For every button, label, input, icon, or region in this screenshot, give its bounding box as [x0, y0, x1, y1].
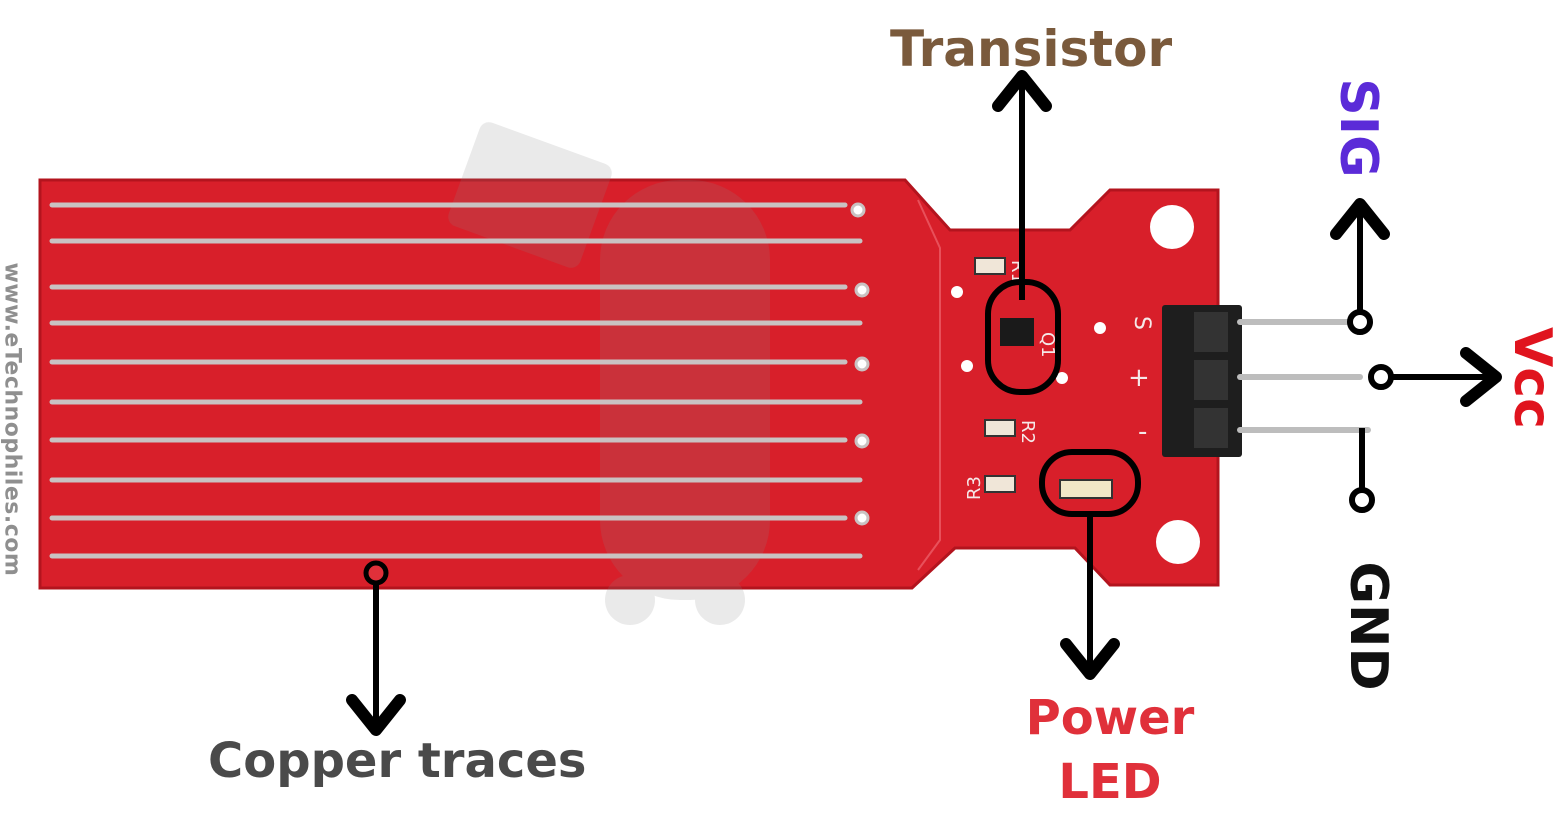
sig-pin-dot — [1347, 309, 1373, 335]
power-led-label: Power LED — [1010, 686, 1210, 814]
pcb-board — [38, 178, 1220, 590]
silk-pin-minus: - — [1138, 417, 1147, 447]
mounting-hole-top — [1150, 205, 1194, 249]
resistor-r3 — [984, 475, 1016, 493]
silk-pin-s: S — [1129, 316, 1154, 330]
pin-header — [1162, 305, 1371, 457]
vcc-label: Vcc — [1502, 327, 1562, 429]
silk-pin-plus: + — [1128, 363, 1150, 393]
copper-traces-label: Copper traces — [208, 733, 587, 789]
trace-vias — [850, 202, 870, 526]
vcc-pin-dot — [1368, 364, 1394, 390]
gnd-label: GND — [1338, 561, 1398, 691]
resistor-r1 — [974, 257, 1006, 275]
sig-label: SIG — [1328, 78, 1388, 178]
resistor-r2 — [984, 419, 1016, 437]
copper-traces — [49, 202, 863, 559]
gnd-pin-dot — [1349, 487, 1375, 513]
power-led-component — [1059, 479, 1113, 499]
watermark-text: www.eTechnophiles.com — [0, 262, 25, 577]
transistor-q1 — [1000, 318, 1034, 346]
silk-r3: R3 — [964, 476, 985, 500]
silk-r2: R2 — [1017, 420, 1038, 444]
copper-traces-pointer — [363, 560, 389, 586]
power-led-label-line1: Power — [1025, 690, 1195, 746]
silk-q1: Q1 — [1037, 332, 1058, 358]
power-led-label-line2: LED — [1058, 754, 1162, 810]
smd-components — [951, 257, 1113, 499]
board-outline-trace — [917, 199, 941, 571]
mounting-hole-bottom — [1156, 520, 1200, 564]
transistor-label: Transistor — [890, 20, 1173, 78]
